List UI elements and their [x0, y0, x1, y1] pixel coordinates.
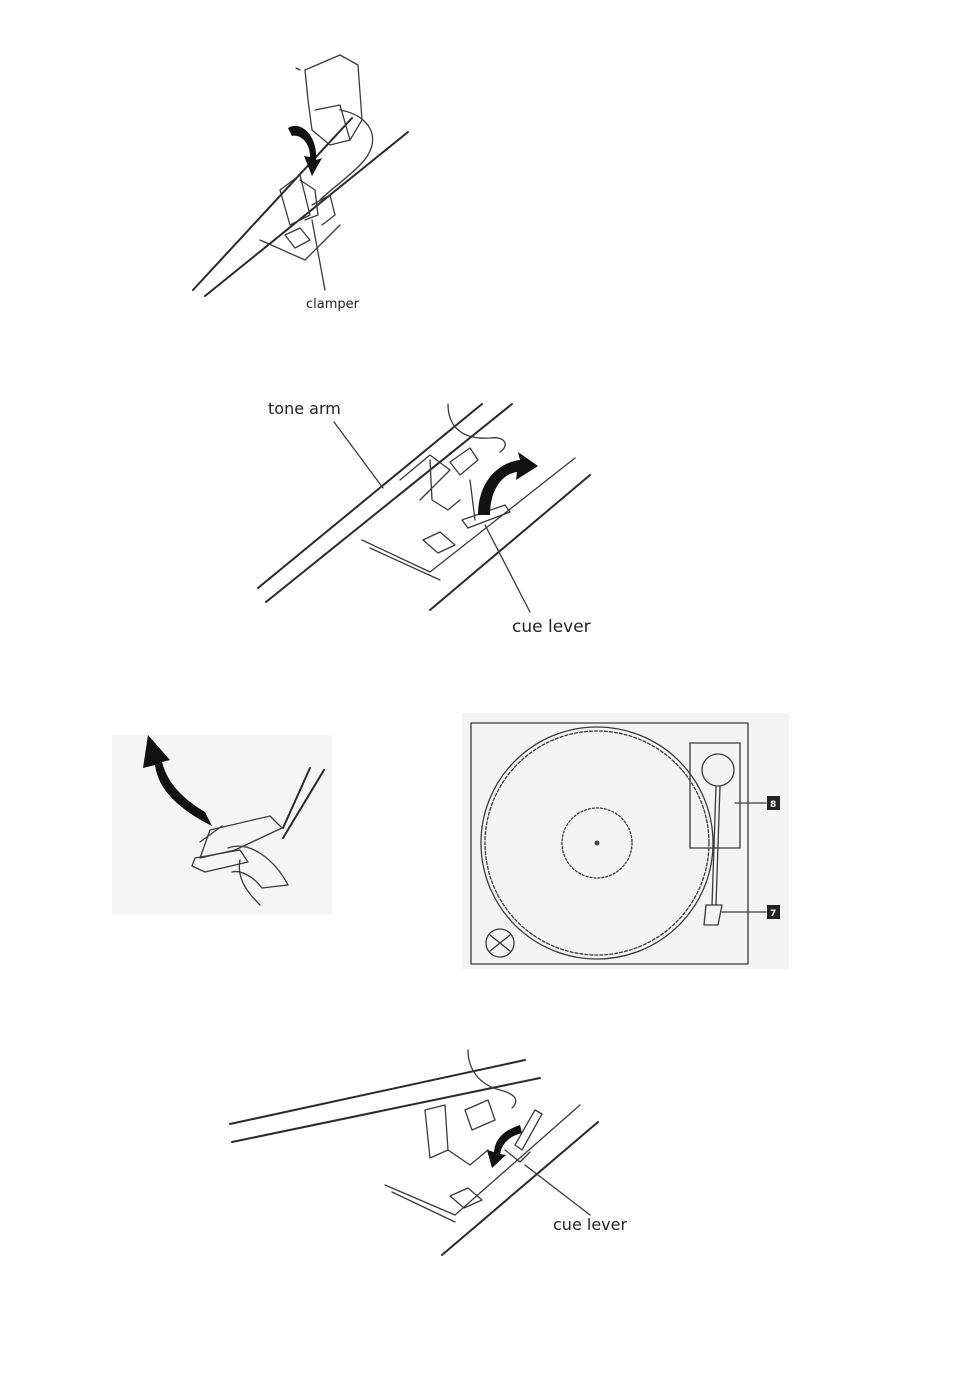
clamper-label: clamper — [306, 297, 360, 312]
figure-cue-lever-up: tone arm cue lever — [258, 399, 591, 637]
badge-8: 8 — [770, 800, 776, 810]
figure-headshell — [112, 735, 332, 915]
tone-arm-label: tone arm — [268, 399, 341, 418]
figure-clamper: clamper — [193, 55, 408, 312]
figure-cue-lever-down: cue lever — [230, 1050, 627, 1255]
badge-7: 7 — [770, 909, 776, 919]
figure-turntable: 8 7 — [462, 713, 789, 969]
curved-arrow-icon — [478, 452, 538, 515]
cue-lever-label-1: cue lever — [512, 617, 591, 637]
cue-lever-label-2: cue lever — [553, 1215, 627, 1234]
